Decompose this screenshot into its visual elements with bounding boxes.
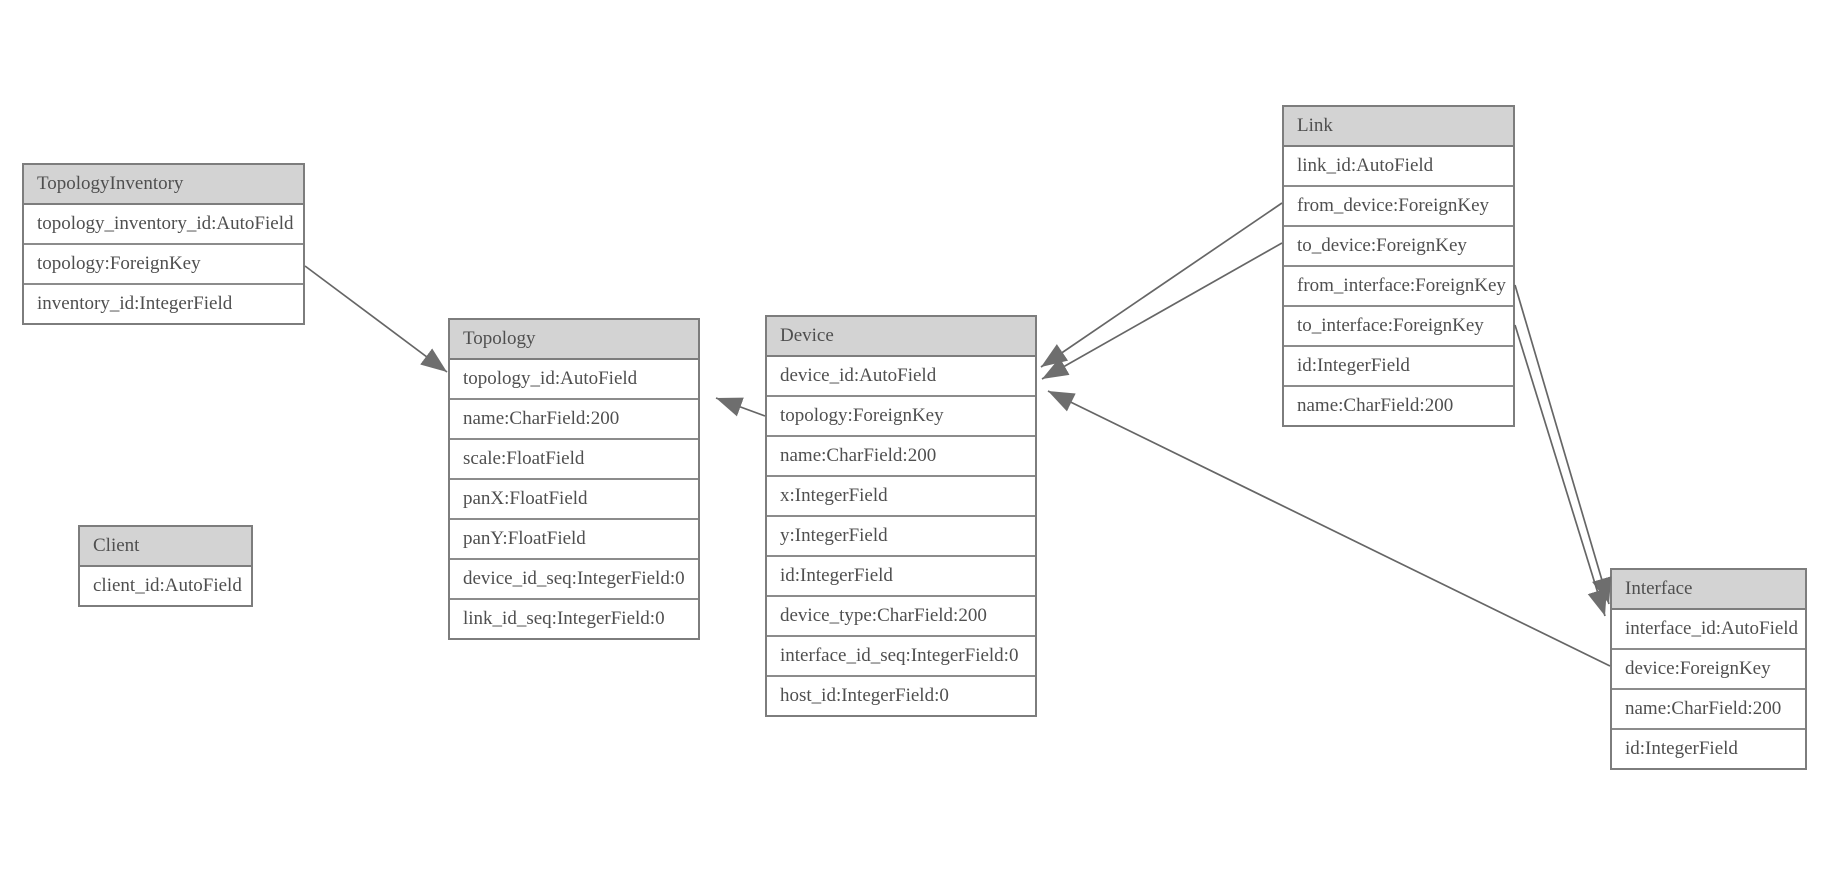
field-row: inventory_id:IntegerField <box>24 285 303 323</box>
field-row: name:CharField:200 <box>767 437 1035 477</box>
field-row: to_interface:ForeignKey <box>1284 307 1513 347</box>
field-row: topology:ForeignKey <box>767 397 1035 437</box>
field-row: interface_id_seq:IntegerField:0 <box>767 637 1035 677</box>
field-row: id:IntegerField <box>767 557 1035 597</box>
field-row: topology:ForeignKey <box>24 245 303 285</box>
field-row: device_type:CharField:200 <box>767 597 1035 637</box>
relation-edge-link-from-interface-to-interface <box>1514 284 1612 605</box>
field-row: interface_id:AutoField <box>1612 610 1805 650</box>
table-header-device: Device <box>767 317 1035 357</box>
field-row: to_device:ForeignKey <box>1284 227 1513 267</box>
relation-edge-topologyinventory-topology-to-topology <box>304 265 448 373</box>
relation-edge-link-to-device-to-device <box>1041 242 1283 380</box>
field-row: id:IntegerField <box>1612 730 1805 768</box>
field-row: host_id:IntegerField:0 <box>767 677 1035 715</box>
field-row: name:CharField:200 <box>1612 690 1805 730</box>
table-header-interface: Interface <box>1612 570 1805 610</box>
field-row: device_id:AutoField <box>767 357 1035 397</box>
table-header-client: Client <box>80 527 251 567</box>
relation-edge-interface-device-to-device <box>1047 390 1611 667</box>
field-row: client_id:AutoField <box>80 567 251 605</box>
field-row: topology_inventory_id:AutoField <box>24 205 303 245</box>
field-row: topology_id:AutoField <box>450 360 698 400</box>
field-row: from_device:ForeignKey <box>1284 187 1513 227</box>
relation-edge-device-topology-to-topology <box>715 397 766 417</box>
field-row: link_id:AutoField <box>1284 147 1513 187</box>
field-row: device:ForeignKey <box>1612 650 1805 690</box>
field-row: name:CharField:200 <box>450 400 698 440</box>
field-row: id:IntegerField <box>1284 347 1513 387</box>
field-row: link_id_seq:IntegerField:0 <box>450 600 698 638</box>
field-row: scale:FloatField <box>450 440 698 480</box>
field-row: panY:FloatField <box>450 520 698 560</box>
table-header-link: Link <box>1284 107 1513 147</box>
table-header-topology: Topology <box>450 320 698 360</box>
field-row: device_id_seq:IntegerField:0 <box>450 560 698 600</box>
field-row: y:IntegerField <box>767 517 1035 557</box>
field-row: x:IntegerField <box>767 477 1035 517</box>
field-row: from_interface:ForeignKey <box>1284 267 1513 307</box>
relation-edge-link-from-device-to-device <box>1040 202 1283 368</box>
table-header-topologyinventory: TopologyInventory <box>24 165 303 205</box>
relation-edge-link-to-interface-to-interface <box>1514 324 1607 617</box>
field-row: panX:FloatField <box>450 480 698 520</box>
field-row: name:CharField:200 <box>1284 387 1513 425</box>
